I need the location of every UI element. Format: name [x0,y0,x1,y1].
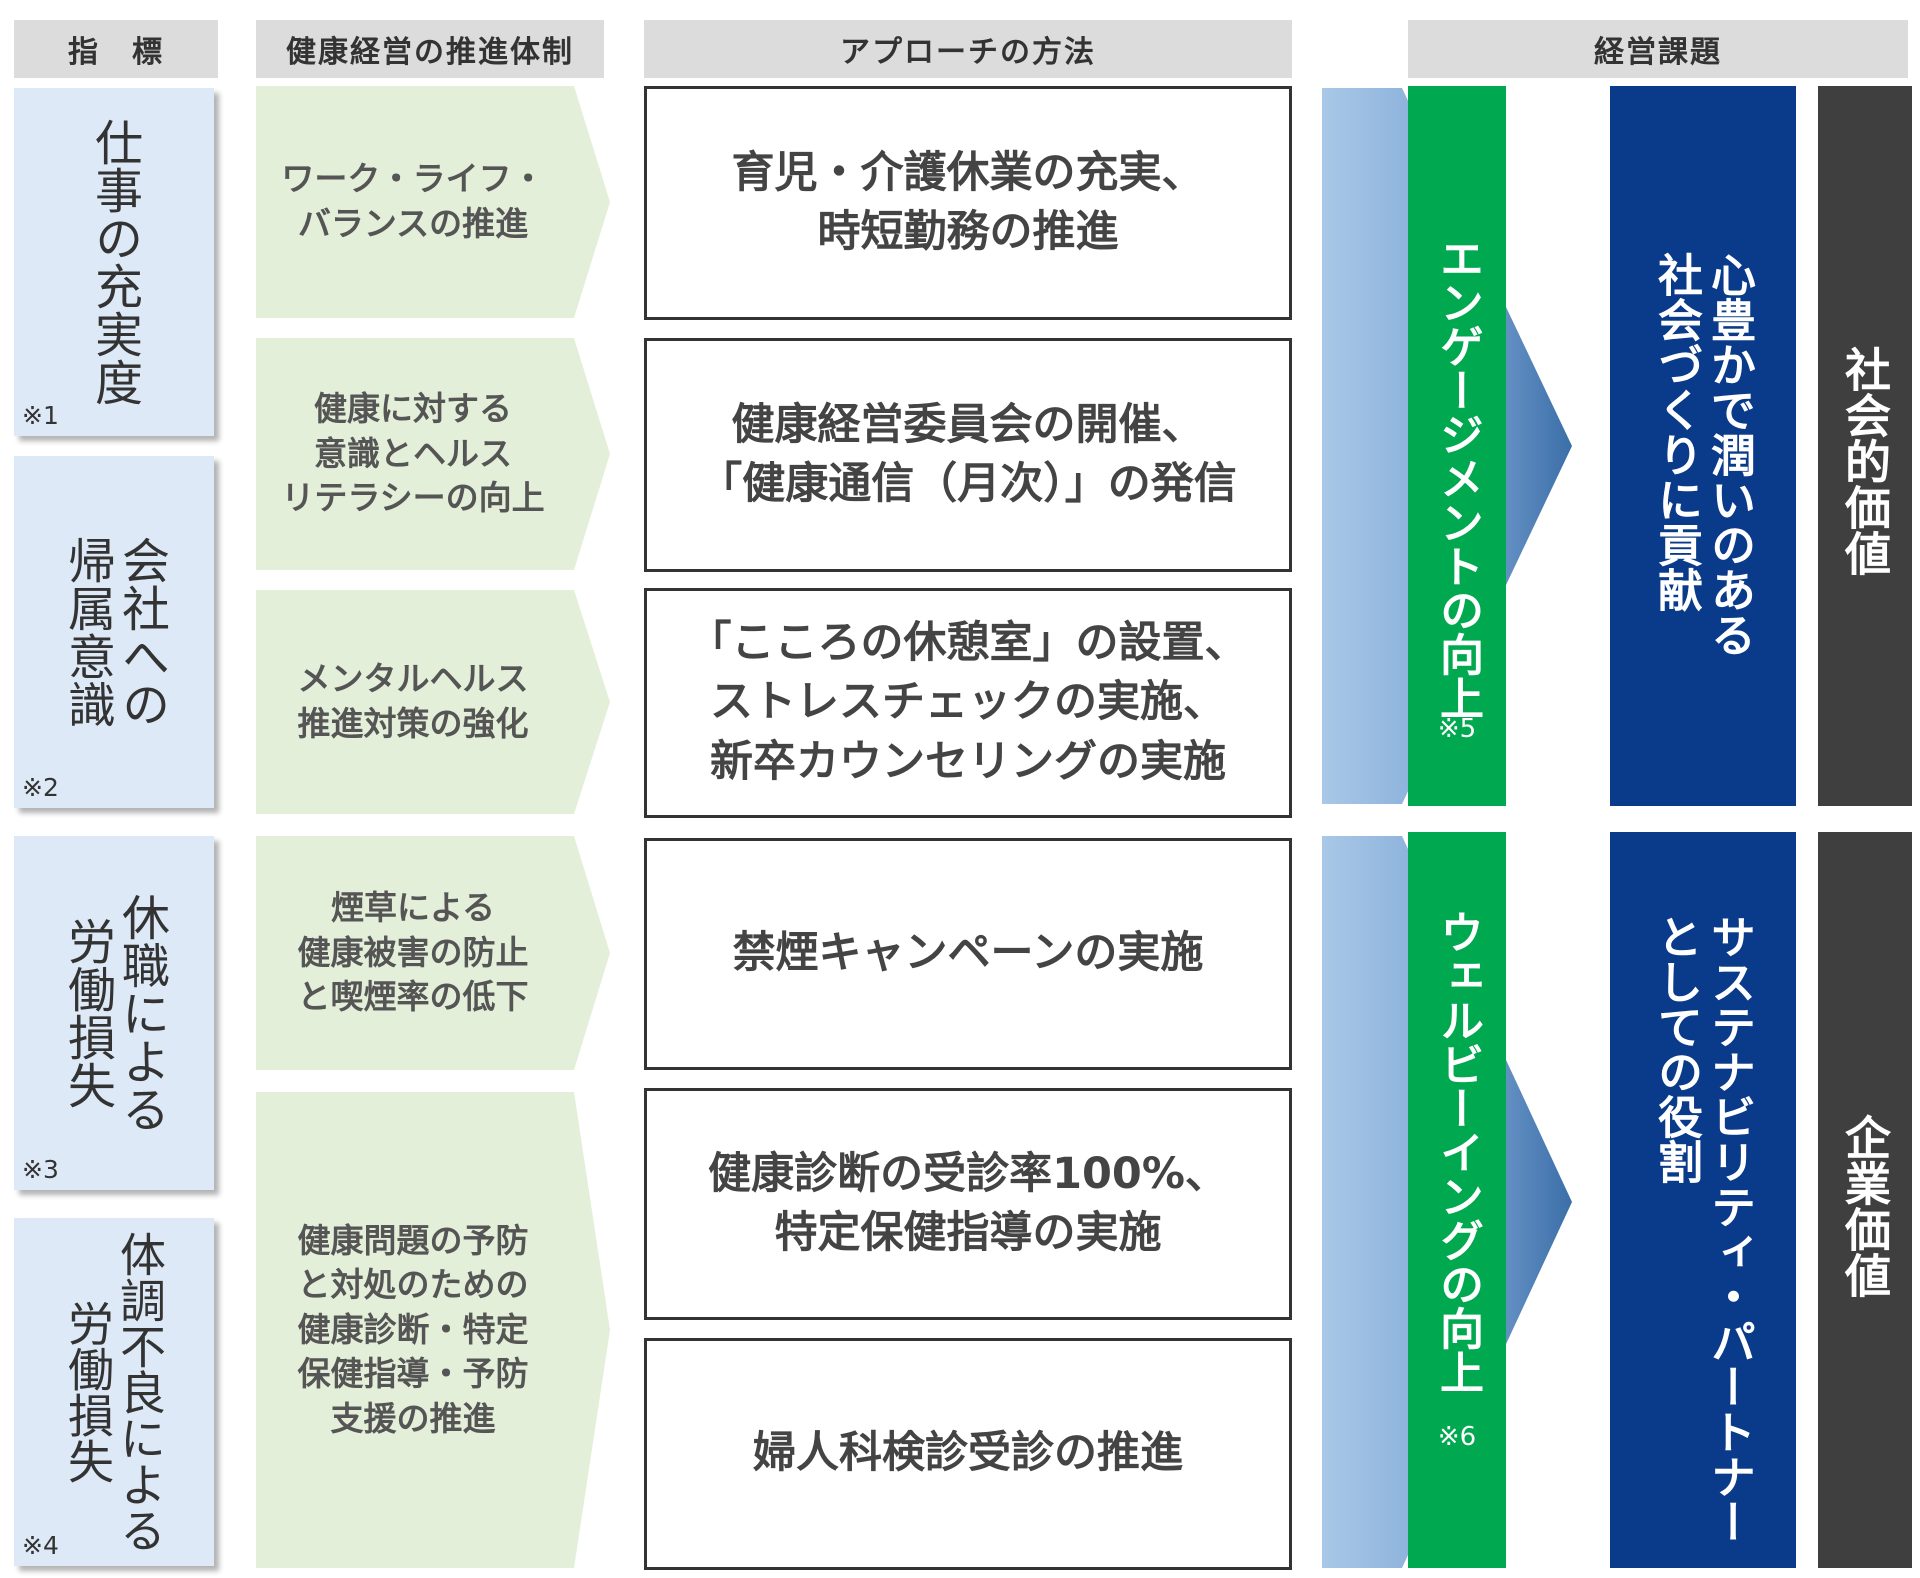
value-label: 社会的価値 [1838,346,1892,576]
approach-text-line: 禁煙キャンペーンの実施 [732,928,1204,979]
value-corporate: 企業価値 [1818,832,1912,1568]
value-label: 企業価値 [1838,1114,1892,1298]
system-health-literacy: 健康に対する意識とヘルスリテラシーの向上 [256,338,610,570]
header-indicator: 指 標 [14,20,218,78]
header-management-issue: 経営課題 [1408,20,1908,78]
approach-text-line: 新卒カウンセリングの実施 [710,736,1226,787]
issue-sustainability-partner: サステナビリティ・パートナー としての役割 [1610,832,1796,1568]
issue-label-line: 社会づくりに貢献 [1650,252,1703,612]
system-label-line: 支援の推進 [330,1398,496,1438]
approach-text-line: 婦人科検診受診の推進 [753,1428,1183,1479]
indicator-label-line: 休職による [113,893,169,1133]
system-label-line: 保健指導・予防 [297,1354,529,1394]
indicator-footnote: ※2 [22,773,59,802]
issue-label-line: サステナビリティ・パートナー [1703,914,1756,1544]
system-label-line: バランスの推進 [297,204,529,243]
indicator-label-line: 体調不良による [113,1231,167,1553]
indicator-label-line: 会社への [113,536,169,728]
approach-text-line: 時短勤務の推進 [817,207,1119,257]
outcome-label: ウェルビーイングの向上 [1432,910,1483,1394]
value-social: 社会的価値 [1818,86,1912,806]
system-label-line: 健康に対する [314,389,512,429]
system-work-life-balance: ワーク・ライフ・バランスの推進 [256,86,610,318]
system-label-line: 健康問題の予防 [297,1220,529,1260]
system-mental-health: メンタルヘルス推進対策の強化 [256,590,610,814]
indicator-company-belonging: 会社への 帰属意識 ※2 [14,456,214,808]
approach-text-line: 健康診断の受診率100%、 [708,1148,1228,1199]
indicator-label-line: 労働損失 [61,1300,115,1484]
header-approach-method: アプローチの方法 [644,20,1292,78]
system-label-line: ワーク・ライフ・ [281,159,545,199]
system-label-line: と喫煙率の低下 [297,977,529,1017]
indicator-footnote: ※3 [22,1155,59,1184]
approach-childcare-leave: 育児・介護休業の充実、時短勤務の推進 [644,86,1292,320]
indicator-illness-labor-loss: 体調不良による 労働損失 ※4 [14,1218,214,1566]
indicator-label-line: 仕事の充実度 [86,118,142,406]
outcome-footnote: ※5 [1437,714,1477,744]
indicator-work-fulfillment: 仕事の充実度 ※1 [14,88,214,436]
system-health-checkup-support: 健康問題の予防と対処のための健康診断・特定保健指導・予防支援の推進 [256,1092,610,1568]
indicator-label-line: 労働損失 [59,917,115,1109]
system-label-line: 意識とヘルス [314,433,512,473]
outcome-wellbeing: ウェルビーイングの向上 ※6 [1408,832,1506,1568]
approach-no-smoking-campaign: 禁煙キャンペーンの実施 [644,838,1292,1070]
outcome-engagement: エンゲージメントの向上 ※5 [1408,86,1506,806]
system-label-line: 健康被害の防止 [297,932,529,972]
system-label-line: リテラシーの向上 [281,478,545,518]
outcome-footnote: ※6 [1437,1422,1477,1452]
system-label-line: メンタルヘルス [297,659,529,699]
approach-text-line: 「こころの休憩室」の設置、 [688,618,1248,668]
approach-text-line: 「健康通信（月次）」の発信 [699,459,1237,509]
indicator-footnote: ※1 [22,401,59,430]
header-promotion-system: 健康経営の推進体制 [256,20,604,78]
indicator-leave-labor-loss: 休職による 労働損失 ※3 [14,836,214,1190]
system-smoking-prevention: 煙草による健康被害の防止と喫煙率の低下 [256,836,610,1070]
approach-health-committee: 健康経営委員会の開催、「健康通信（月次）」の発信 [644,338,1292,572]
system-label-line: 健康診断・特定 [297,1309,529,1349]
approach-health-checkup: 健康診断の受診率100%、特定保健指導の実施 [644,1088,1292,1320]
approach-text-line: 育児・介護休業の充実、 [731,147,1205,198]
approach-text-line: ストレスチェックの実施、 [710,677,1226,728]
issue-society-contribution: 心豊かで潤いのある 社会づくりに貢献 [1610,86,1796,806]
system-label-line: 煙草による [330,888,495,928]
outcome-label: エンゲージメントの向上 [1432,236,1483,720]
issue-label-line: 心豊かで潤いのある [1703,252,1756,657]
approach-text-line: 健康経営委員会の開催、 [731,399,1205,450]
approach-text-line: 特定保健指導の実施 [774,1208,1162,1258]
issue-label-line: としての役割 [1650,914,1703,1184]
indicator-label-line: 帰属意識 [59,536,115,728]
approach-gynecology-exam: 婦人科検診受診の推進 [644,1338,1292,1570]
approach-mental-care: 「こころの休憩室」の設置、ストレスチェックの実施、新卒カウンセリングの実施 [644,588,1292,818]
indicator-footnote: ※4 [22,1531,59,1560]
system-label-line: 推進対策の強化 [297,704,529,743]
system-label-line: と対処のための [297,1265,529,1305]
